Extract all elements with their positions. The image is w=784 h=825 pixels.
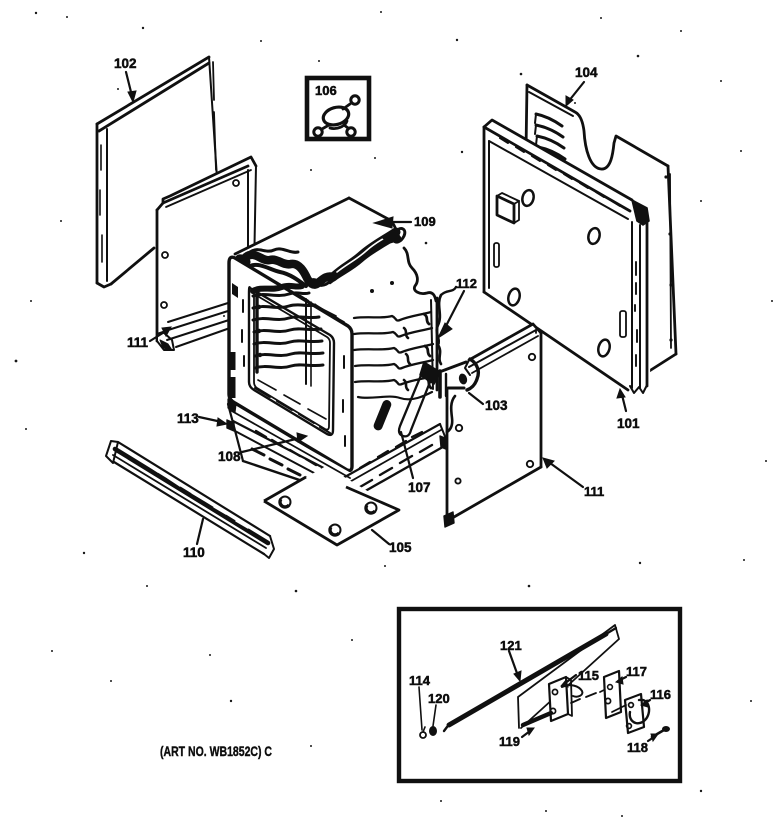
svg-text:111: 111 bbox=[584, 484, 604, 499]
svg-text:119: 119 bbox=[499, 734, 520, 749]
svg-text:101: 101 bbox=[617, 416, 640, 431]
svg-text:108: 108 bbox=[218, 449, 241, 464]
svg-text:106: 106 bbox=[315, 83, 337, 98]
svg-text:113: 113 bbox=[177, 411, 199, 426]
svg-text:103: 103 bbox=[485, 398, 508, 413]
svg-text:118: 118 bbox=[627, 740, 648, 755]
svg-text:112: 112 bbox=[456, 276, 477, 291]
svg-text:116: 116 bbox=[650, 687, 671, 702]
svg-text:111: 111 bbox=[127, 335, 149, 350]
svg-text:110: 110 bbox=[183, 545, 205, 560]
svg-text:(ART NO. WB1852C) C: (ART NO. WB1852C) C bbox=[160, 744, 272, 759]
svg-text:107: 107 bbox=[408, 480, 431, 495]
svg-text:121: 121 bbox=[500, 638, 522, 653]
svg-text:117: 117 bbox=[626, 664, 647, 679]
svg-text:104: 104 bbox=[575, 65, 598, 80]
svg-text:114: 114 bbox=[409, 673, 431, 688]
svg-text:105: 105 bbox=[389, 540, 412, 555]
svg-text:109: 109 bbox=[414, 214, 436, 229]
svg-text:120: 120 bbox=[428, 691, 450, 706]
svg-text:102: 102 bbox=[114, 56, 137, 71]
svg-text:115: 115 bbox=[578, 668, 599, 683]
